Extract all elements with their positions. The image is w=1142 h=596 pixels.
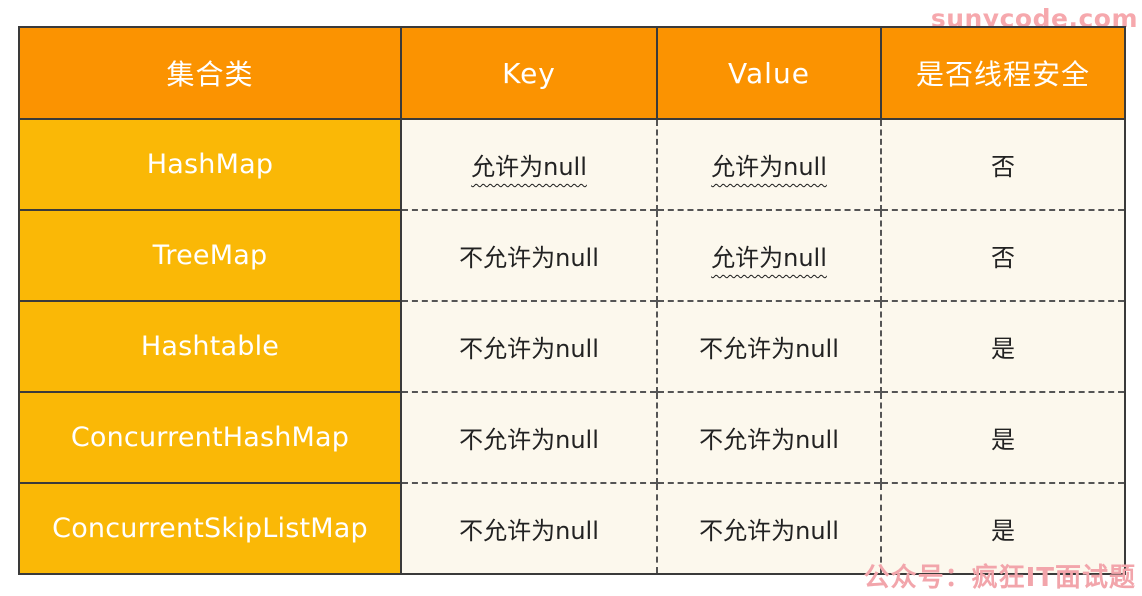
row-value-text: 不允许为null [699,426,839,454]
collection-comparison-table: 集合类 Key Value 是否线程安全 HashMap 允许为null 允许为… [18,26,1126,575]
row-key-text: 不允许为null [459,517,599,545]
row-key-cell: 允许为null [400,118,658,210]
row-value-cell: 不允许为null [656,482,882,575]
table-row: ConcurrentSkipListMap 不允许为null 不允许为null … [18,482,1126,575]
row-value-cell: 允许为null [656,209,882,301]
row-thread-safe: 否 [880,209,1126,301]
row-value-text: 允许为null [711,244,827,272]
row-key-cell: 不允许为null [400,209,658,301]
row-value-cell: 允许为null [656,118,882,210]
row-key-cell: 不允许为null [400,391,658,483]
row-value-text: 允许为null [711,153,827,181]
header-thread-safe: 是否线程安全 [880,26,1126,120]
row-class-name: HashMap [18,118,402,211]
row-value-cell: 不允许为null [656,391,882,483]
table-row: Hashtable 不允许为null 不允许为null 是 [18,300,1126,393]
row-class-name: TreeMap [18,209,402,302]
row-key-text: 不允许为null [459,426,599,454]
row-value-cell: 不允许为null [656,300,882,392]
row-class-name: Hashtable [18,300,402,393]
row-value-text: 不允许为null [699,335,839,363]
table-row: HashMap 允许为null 允许为null 否 [18,118,1126,211]
row-class-name: ConcurrentHashMap [18,391,402,484]
row-thread-safe: 是 [880,482,1126,575]
row-key-cell: 不允许为null [400,300,658,392]
table-row: TreeMap 不允许为null 允许为null 否 [18,209,1126,302]
row-key-text: 不允许为null [459,244,599,272]
table-row: ConcurrentHashMap 不允许为null 不允许为null 是 [18,391,1126,484]
row-value-text: 不允许为null [699,517,839,545]
watermark-wechat: 公众号：疯狂IT面试题 [863,563,1136,593]
row-class-name: ConcurrentSkipListMap [18,482,402,575]
header-key: Key [400,26,658,120]
row-key-text: 不允许为null [459,335,599,363]
header-value: Value [656,26,882,120]
header-collection-class: 集合类 [18,26,402,120]
header-row: 集合类 Key Value 是否线程安全 [18,26,1126,120]
row-key-cell: 不允许为null [400,482,658,575]
row-thread-safe: 否 [880,118,1126,210]
row-thread-safe: 是 [880,300,1126,392]
row-thread-safe: 是 [880,391,1126,483]
row-key-text: 允许为null [471,153,587,181]
